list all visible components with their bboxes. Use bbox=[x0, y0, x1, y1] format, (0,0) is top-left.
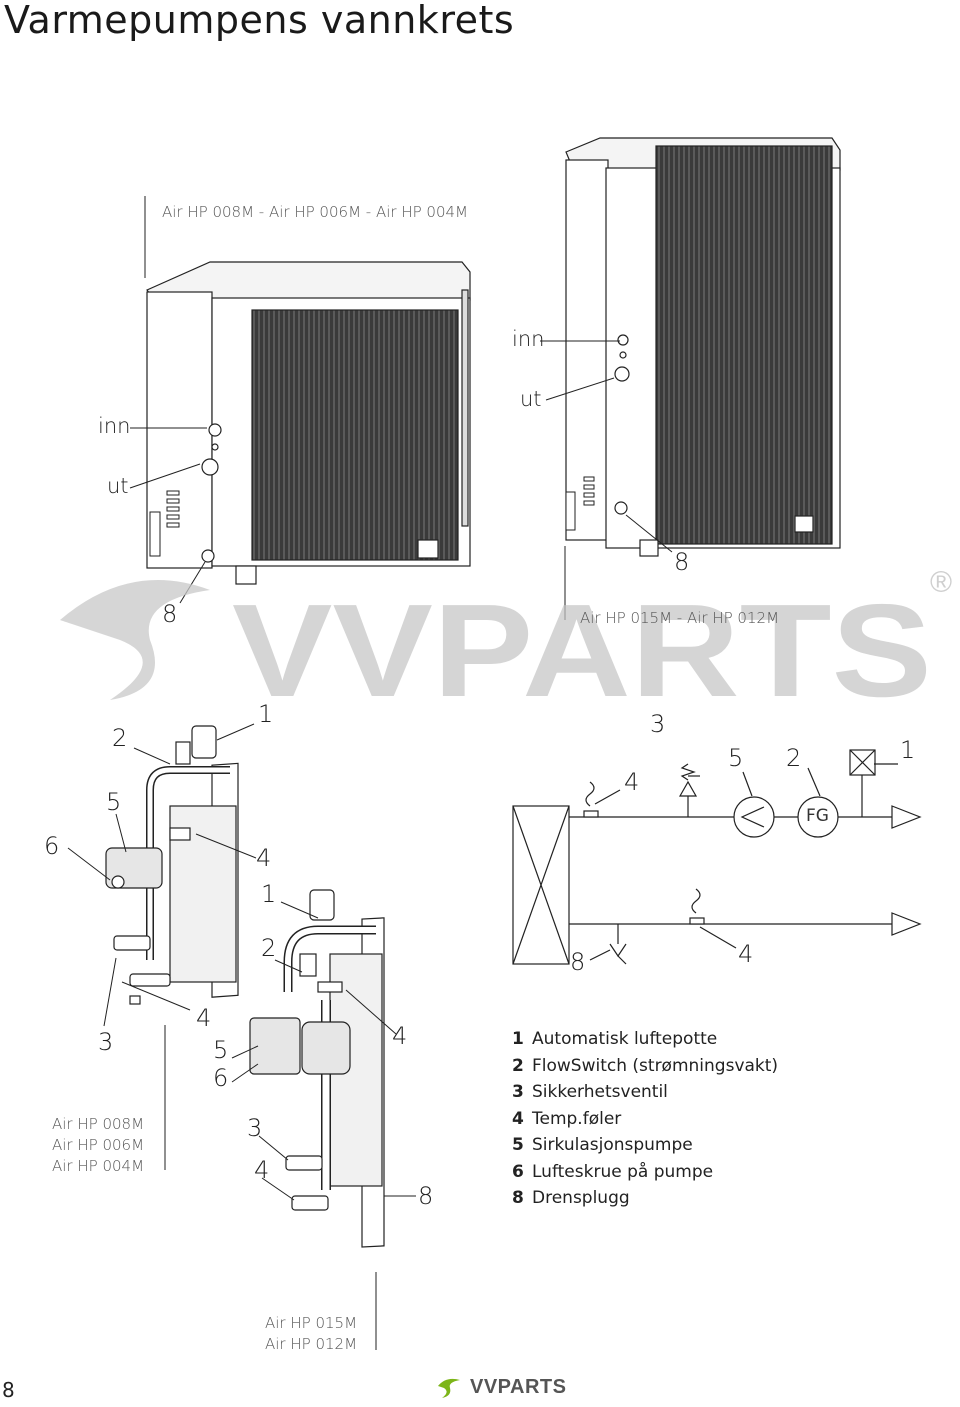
small-module-callout-5: 5 bbox=[106, 788, 122, 816]
large-module-caption-line: Air HP 015M bbox=[265, 1314, 358, 1332]
large-module-callout-5: 5 bbox=[213, 1036, 229, 1064]
small-unit-caption: Air HP 008M - Air HP 006M - Air HP 004M bbox=[162, 203, 468, 221]
large-module-callout-1: 1 bbox=[261, 880, 277, 908]
large-outdoor-unit bbox=[565, 137, 841, 557]
small-module-callout-3: 3 bbox=[98, 1028, 114, 1056]
footer-logo: VVPARTS bbox=[436, 1374, 566, 1400]
schematic-callout-2: 2 bbox=[786, 744, 802, 772]
small-hydraulic-module bbox=[105, 725, 239, 1005]
small-outdoor-unit bbox=[146, 261, 471, 585]
small-module-callout-1: 1 bbox=[258, 700, 274, 728]
page-number: 8 bbox=[2, 1378, 15, 1402]
small-outlet-label: ut bbox=[107, 474, 129, 498]
large-module-callout-6: 6 bbox=[213, 1064, 229, 1092]
small-module-callout-2: 2 bbox=[112, 724, 128, 752]
schematic-callout-1: 1 bbox=[900, 736, 916, 764]
schematic-callout-3: 3 bbox=[650, 710, 666, 738]
small-module-caption-line: Air HP 004M bbox=[52, 1157, 145, 1175]
small-module-callout-4b: 4 bbox=[196, 1004, 212, 1032]
small-module-caption-line: Air HP 008M bbox=[52, 1115, 145, 1133]
small-module-caption-line: Air HP 006M bbox=[52, 1136, 145, 1154]
schematic-callout-5: 5 bbox=[728, 744, 744, 772]
page-title: Varmepumpens vannkrets bbox=[4, 0, 515, 42]
footer-logo-text: VVPARTS bbox=[470, 1375, 567, 1398]
flowswitch-symbol-label: FG bbox=[806, 806, 829, 826]
schematic-callout-4b: 4 bbox=[738, 940, 754, 968]
large-inlet-label: inn bbox=[512, 327, 545, 351]
large-module-callout-4a: 4 bbox=[392, 1022, 408, 1050]
vvparts-swoosh-icon bbox=[438, 1378, 460, 1398]
small-inlet-label: inn bbox=[98, 414, 131, 438]
large-module-callout-8: 8 bbox=[418, 1182, 434, 1210]
small-module-callout-6: 6 bbox=[44, 832, 60, 860]
large-module-callout-2: 2 bbox=[261, 934, 277, 962]
small-unit-drain-callout: 8 bbox=[162, 600, 178, 628]
large-module-callout-3: 3 bbox=[247, 1114, 263, 1142]
small-module-leaders bbox=[67, 723, 257, 1170]
large-hydraulic-module bbox=[249, 889, 385, 1248]
small-module-caption: Air HP 008M Air HP 006M Air HP 004M bbox=[52, 1114, 144, 1177]
schematic-callout-4a: 4 bbox=[624, 768, 640, 796]
large-unit-drain-callout: 8 bbox=[674, 548, 690, 576]
hydraulic-schematic bbox=[512, 749, 922, 965]
large-module-callout-4b: 4 bbox=[254, 1156, 270, 1184]
schematic-callout-8: 8 bbox=[570, 948, 586, 976]
large-module-caption-line: Air HP 012M bbox=[265, 1335, 358, 1353]
large-module-leaders bbox=[231, 901, 416, 1350]
large-module-caption: Air HP 015M Air HP 012M bbox=[265, 1313, 357, 1355]
large-outlet-label: ut bbox=[520, 387, 542, 411]
large-unit-caption: Air HP 015M - Air HP 012M bbox=[580, 609, 780, 627]
small-module-callout-4a: 4 bbox=[256, 844, 272, 872]
